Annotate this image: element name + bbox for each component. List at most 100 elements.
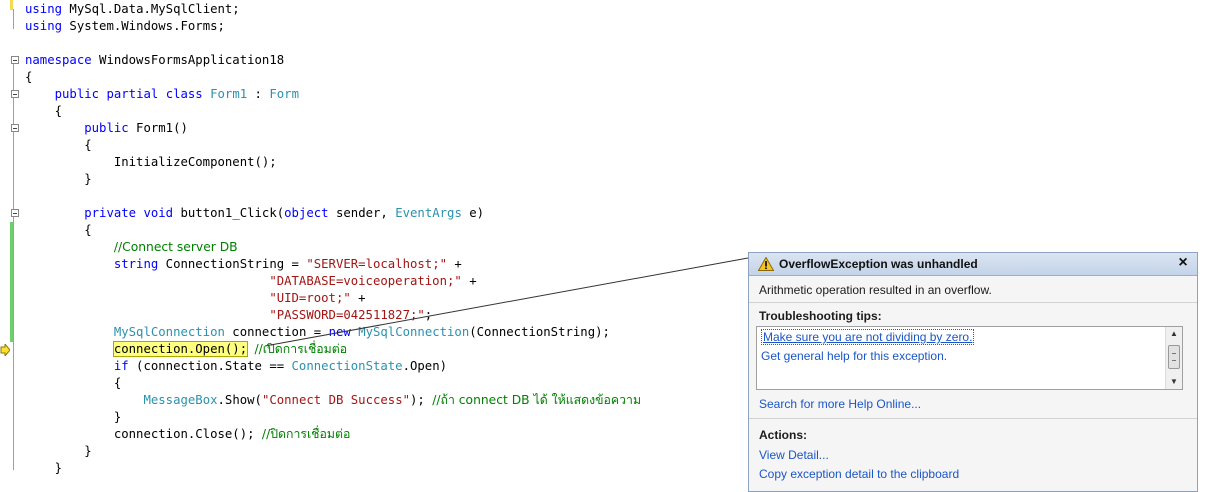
code-token: public — [84, 121, 129, 135]
code-line[interactable]: } — [25, 443, 91, 460]
code-line[interactable]: "UID=root;" + — [25, 290, 365, 307]
code-token: connection.Open(); — [112, 341, 249, 357]
code-token: //ถ้า connect DB ได้ ให้แสดงข้อความ — [432, 393, 642, 407]
code-line[interactable]: using MySql.Data.MySqlClient; — [25, 1, 240, 18]
code-token: if — [113, 359, 129, 373]
code-token — [25, 342, 114, 356]
code-token: : — [247, 87, 270, 101]
troubleshooting-tips-heading: Troubleshooting tips: — [759, 309, 882, 323]
collapse-method-toggle[interactable] — [11, 209, 19, 217]
code-token: ConnectionString = — [158, 257, 307, 271]
code-line[interactable]: //Connect server DB — [25, 239, 238, 256]
code-token — [25, 291, 269, 305]
view-detail-link[interactable]: View Detail... — [759, 448, 829, 462]
code-token: EventArgs — [395, 206, 462, 220]
exception-assistant-header: OverflowException was unhandled × — [749, 253, 1197, 276]
code-token: using — [25, 19, 63, 33]
code-token — [25, 274, 269, 288]
code-line[interactable]: MessageBox.Show("Connect DB Success"); /… — [25, 392, 641, 409]
code-token — [25, 206, 84, 220]
code-token — [25, 325, 114, 339]
code-token — [25, 121, 84, 135]
code-token: "SERVER=localhost;" — [306, 257, 448, 271]
warning-icon — [758, 257, 774, 271]
scroll-thumb[interactable] — [1168, 345, 1180, 369]
code-line[interactable]: string ConnectionString = "SERVER=localh… — [25, 256, 462, 273]
code-token: MySql.Data.MySqlClient; — [62, 2, 240, 16]
code-line[interactable]: { — [25, 375, 121, 392]
code-token: { — [25, 138, 92, 152]
code-token: { — [25, 376, 122, 390]
code-token: MessageBox — [143, 393, 218, 407]
code-line[interactable]: { — [25, 69, 32, 86]
code-token: + — [447, 257, 462, 271]
actions-heading: Actions: — [759, 428, 807, 442]
code-token: e) — [461, 206, 485, 220]
code-line[interactable]: connection.Close(); //ปิดการเชื่อมต่อ — [25, 426, 351, 443]
code-line[interactable]: public Form1() — [25, 120, 188, 137]
code-line[interactable]: public partial class Form1 : Form — [25, 86, 299, 103]
code-token: object — [284, 206, 329, 220]
scroll-down-arrow-icon[interactable]: ▼ — [1170, 377, 1178, 386]
code-token: .Show( — [217, 393, 262, 407]
outline-guide-usings — [13, 9, 14, 29]
code-line[interactable]: private void button1_Click(object sender… — [25, 205, 484, 222]
code-token: class — [165, 87, 203, 101]
code-line[interactable]: { — [25, 222, 92, 239]
code-line[interactable]: } — [25, 460, 62, 477]
collapse-constructor-toggle[interactable] — [11, 124, 19, 132]
code-line[interactable]: { — [25, 103, 62, 120]
change-marker — [10, 0, 13, 10]
scroll-up-arrow-icon[interactable]: ▲ — [1170, 329, 1178, 338]
code-line[interactable]: MySqlConnection connection = new MySqlCo… — [25, 324, 610, 341]
code-token: "PASSWORD=042511827;" — [269, 308, 425, 322]
code-token: string — [113, 257, 159, 271]
code-line[interactable]: "PASSWORD=042511827;"; — [25, 307, 432, 324]
code-token: namespace — [25, 53, 92, 67]
code-token: partial — [106, 87, 159, 101]
code-token — [25, 257, 114, 271]
copy-exception-detail-link[interactable]: Copy exception detail to the clipboard — [759, 467, 960, 481]
troubleshooting-tips-list[interactable]: Make sure you are not dividing by zero. … — [756, 326, 1183, 390]
code-line[interactable]: namespace WindowsFormsApplication18 — [25, 52, 284, 69]
code-line[interactable]: using System.Windows.Forms; — [25, 18, 225, 35]
code-token: WindowsFormsApplication18 — [91, 53, 285, 67]
code-token: { — [25, 223, 92, 237]
code-token: InitializeComponent(); — [25, 155, 277, 169]
code-token: MySqlConnection — [358, 325, 470, 339]
tip-link-dividing-by-zero[interactable]: Make sure you are not dividing by zero. — [761, 329, 975, 345]
code-line[interactable]: } — [25, 171, 92, 188]
code-line[interactable]: InitializeComponent(); — [25, 154, 277, 171]
code-token: //เปิดการเชื่อมต่อ — [254, 342, 348, 356]
code-token: } — [25, 172, 92, 186]
code-line[interactable]: { — [25, 137, 92, 154]
code-token: } — [25, 410, 122, 424]
code-token: ; — [424, 308, 433, 322]
tips-scrollbar[interactable]: ▲ ▼ — [1165, 327, 1182, 389]
code-token — [25, 359, 114, 373]
code-line[interactable]: connection.Open(); //เปิดการเชื่อมต่อ — [25, 341, 347, 358]
code-token: void — [143, 206, 174, 220]
exception-title: OverflowException was unhandled — [779, 257, 978, 271]
code-token: connection = — [224, 325, 329, 339]
code-line[interactable]: if (connection.State == ConnectionState.… — [25, 358, 447, 375]
collapse-class-toggle[interactable] — [11, 90, 19, 98]
code-token: "Connect DB Success" — [261, 393, 411, 407]
code-token: button1_Click( — [173, 206, 285, 220]
code-token: System.Windows.Forms; — [62, 19, 225, 33]
code-token: MySqlConnection — [113, 325, 225, 339]
code-line[interactable]: "DATABASE=voiceoperation;" + — [25, 273, 477, 290]
code-token — [203, 87, 210, 101]
tip-link-general-help[interactable]: Get general help for this exception. — [761, 349, 948, 363]
code-token — [25, 87, 55, 101]
search-help-online-link[interactable]: Search for more Help Online... — [759, 397, 922, 411]
divider — [749, 302, 1197, 303]
collapse-namespace-toggle[interactable] — [11, 56, 19, 64]
code-token: new — [328, 325, 351, 339]
code-token: { — [25, 70, 33, 84]
exception-assistant-dialog: OverflowException was unhandled × Arithm… — [748, 252, 1198, 492]
code-token: + — [461, 274, 477, 288]
close-button[interactable]: × — [1178, 254, 1188, 271]
code-line[interactable]: } — [25, 409, 121, 426]
